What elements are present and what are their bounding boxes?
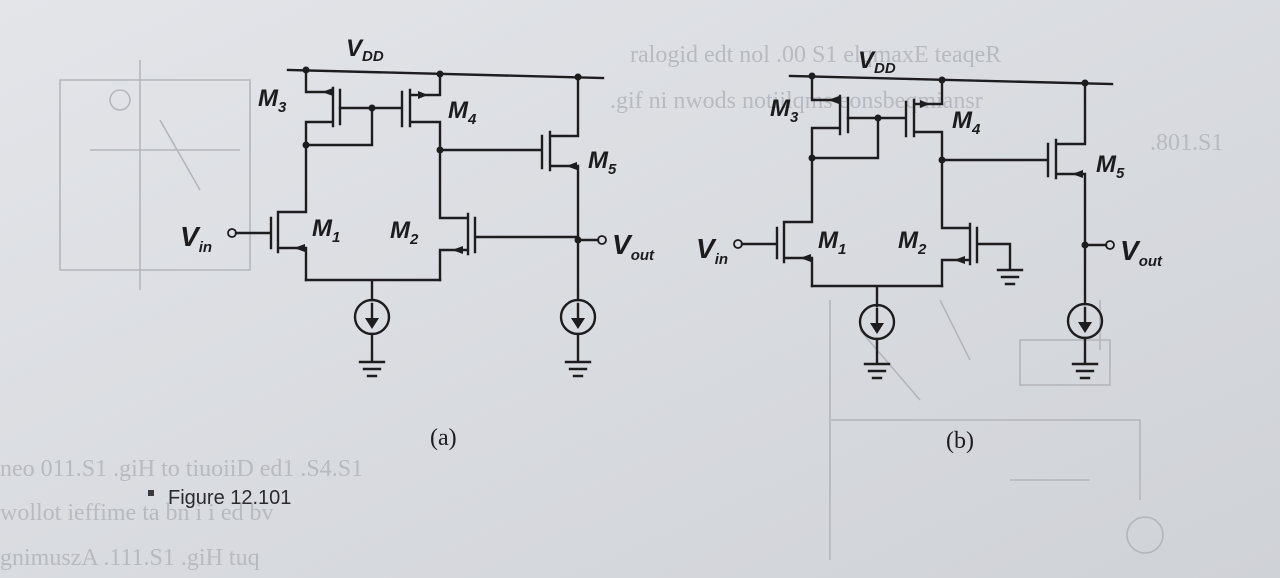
vout-label-a: Vout bbox=[612, 229, 655, 264]
m3-label-a: M3 bbox=[258, 85, 287, 116]
m5-label-b: M5 bbox=[1096, 151, 1125, 182]
vdd-label-b: VDD bbox=[858, 47, 896, 77]
transistor-m3-a bbox=[304, 68, 376, 147]
figure-label: Figure 12.101 bbox=[168, 487, 291, 509]
m3-diode-wire-a bbox=[304, 106, 374, 147]
m3-diode-wire-b bbox=[810, 116, 880, 160]
vin-label-a: Vin bbox=[180, 221, 212, 256]
svg-text:wollot ieffime ta bn i i: wollot ieffime ta bn i i ed bv bbox=[0, 500, 274, 526]
m3-label-b: M3 bbox=[770, 95, 799, 126]
transistor-m4-a bbox=[370, 72, 442, 152]
transistor-m5-a bbox=[438, 75, 580, 242]
current-source-tail-a bbox=[353, 298, 391, 378]
svg-text:.801.S1: .801.S1 bbox=[1150, 130, 1223, 156]
vout-label-b: Vout bbox=[1120, 235, 1163, 270]
m2-label-a: M2 bbox=[390, 217, 419, 248]
figure-bullet bbox=[148, 490, 154, 496]
tail-wire-a bbox=[304, 278, 442, 302]
bleed-through-artifacts: ralogid edt nol .00 S1 elqmaxE teaqeR .g… bbox=[0, 42, 1223, 571]
transistor-m2-a bbox=[438, 148, 607, 282]
transistor-m2-b bbox=[940, 158, 1024, 288]
current-source-out-a bbox=[559, 238, 597, 378]
svg-text:ralogid edt nol .00 S1 elqmaxE: ralogid edt nol .00 S1 elqmaxE teaqeR bbox=[630, 42, 1001, 68]
transistor-m4-b bbox=[876, 78, 944, 162]
current-source-tail-b bbox=[858, 303, 896, 380]
vdd-rail-b bbox=[788, 74, 1114, 86]
circuit-a: VDD M3 M4 M5 Vin M bbox=[180, 35, 655, 451]
m2-label-b: M2 bbox=[898, 227, 927, 258]
svg-text:neo 011.S1 .giH to tiuoiiD ed1: neo 011.S1 .giH to tiuoiiD ed1 .S4.S1 bbox=[0, 456, 363, 482]
m4-label-a: M4 bbox=[448, 97, 477, 128]
transistor-m1-a bbox=[227, 143, 308, 282]
vdd-rail-a bbox=[286, 68, 605, 80]
m1-label-b: M1 bbox=[818, 227, 846, 258]
caption-a: (a) bbox=[430, 425, 457, 451]
vin-label-b: Vin bbox=[696, 233, 728, 268]
m1-label-a: M1 bbox=[312, 215, 340, 246]
tail-wire-b bbox=[810, 284, 944, 308]
current-source-out-b bbox=[1066, 243, 1104, 380]
svg-text:gnimuszA .111.S1 .giH tuq: gnimuszA .111.S1 .giH tuq bbox=[0, 545, 260, 571]
transistor-m5-b bbox=[940, 81, 1087, 247]
circuit-b: VDD M3 M4 M5 Vin M1 bbox=[696, 47, 1163, 454]
caption-b: (b) bbox=[946, 428, 974, 454]
m4-label-b: M4 bbox=[952, 107, 981, 138]
vdd-label-a: VDD bbox=[346, 35, 384, 65]
transistor-m1-b bbox=[733, 156, 814, 288]
m5-label-a: M5 bbox=[588, 147, 617, 178]
